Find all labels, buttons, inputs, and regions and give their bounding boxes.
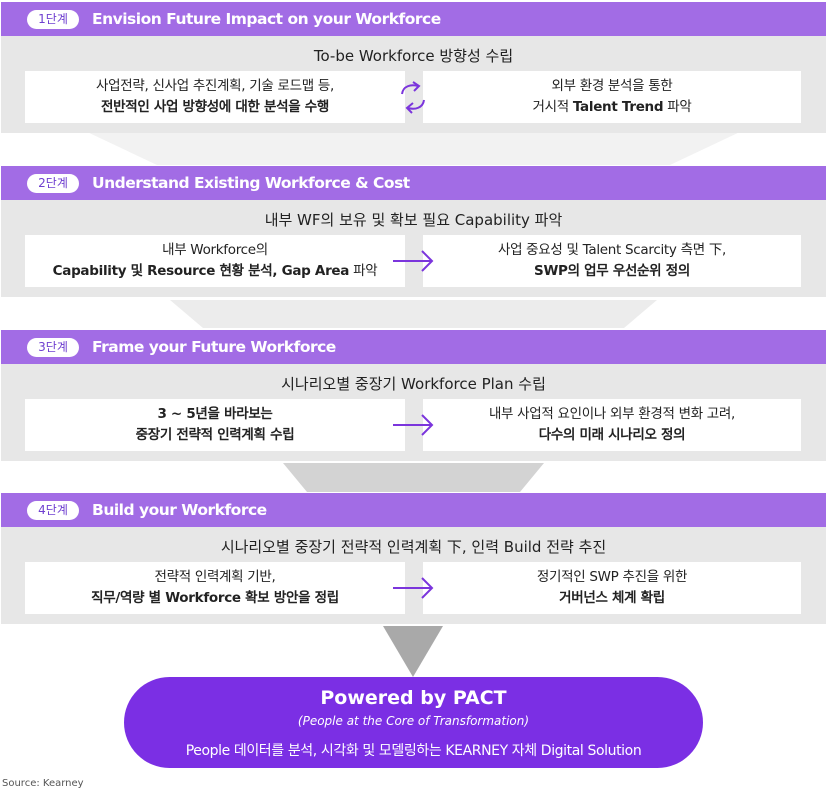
stage-body: 시나리오별 중장기 전략적 인력계획 下, 인력 Build 전략 추진 전략적… [1, 527, 826, 624]
stage-right-card: 정기적인 SWP 추진을 위한 거버넌스 체계 확립 [423, 562, 801, 614]
stage-badge: 2단계 [27, 174, 79, 193]
card-line-bold: 직무/역량 별 Workforce 확보 방안을 정립 [91, 590, 339, 606]
funnel-tip [383, 626, 443, 677]
card-line: Capability 및 Resource 현황 분석, Gap Area 파악 [53, 261, 378, 282]
stage-left-card: 전략적 인력계획 기반, 직무/역량 별 Workforce 확보 방안을 정립 [25, 562, 405, 614]
stage-subtitle: 시나리오별 중장기 전략적 인력계획 下, 인력 Build 전략 추진 [220, 538, 607, 556]
card-line: 거시적 Talent Trend 파악 [533, 97, 692, 118]
card-line-bold: 전반적인 사업 방향성에 대한 분석을 수행 [100, 99, 330, 115]
stage-right-card: 외부 환경 분석을 통한 거시적 Talent Trend 파악 [423, 71, 801, 123]
card-line: 전략적 인력계획 기반, [154, 569, 276, 585]
stage-subtitle: 내부 WF의 보유 및 확보 필요 Capability 파악 [264, 211, 563, 229]
stage-subtitle: 시나리오별 중장기 Workforce Plan 수립 [281, 375, 546, 393]
pact-title: Powered by PACT [320, 687, 507, 709]
card-text-bold: Capability 및 Resource 현황 분석, Gap Area [52, 263, 350, 279]
stage-header: 2단계 Understand Existing Workforce & Cost [1, 166, 826, 200]
stage-body: 시나리오별 중장기 Workforce Plan 수립 3 ~ 5년을 바라보는… [1, 364, 826, 461]
stage-title: Build your Workforce [92, 501, 267, 519]
card-line-bold: SWP의 업무 우선순위 정의 [534, 263, 690, 279]
stage-left-card: 사업전략, 신사업 추진계획, 기술 로드맵 등, 전반적인 사업 방향성에 대… [25, 71, 405, 123]
stage-body: 내부 WF의 보유 및 확보 필요 Capability 파악 내부 Workf… [1, 200, 826, 297]
card-line-bold: 중장기 전략적 인력계획 수립 [135, 427, 295, 443]
cycle-arrows-icon [401, 81, 425, 114]
stage-title: Understand Existing Workforce & Cost [92, 174, 410, 192]
card-line-bold: 거버넌스 체계 확립 [559, 590, 665, 606]
card-text: 파악 [349, 263, 378, 279]
card-line: 사업 중요성 및 Talent Scarcity 측면 下, [497, 242, 727, 258]
card-text-bold: Talent Trend [572, 99, 664, 115]
right-arrow-icon [393, 414, 434, 436]
funnel-section-1 [85, 131, 742, 165]
stage-left-card: 3 ~ 5년을 바라보는 중장기 전략적 인력계획 수립 [25, 399, 405, 451]
funnel-section-2 [170, 300, 657, 328]
card-line: 사업전략, 신사업 추진계획, 기술 로드맵 등, [96, 78, 334, 94]
funnel-section-3 [283, 463, 544, 492]
card-text: 거시적 [532, 99, 573, 115]
stage-header: 4단계 Build your Workforce [1, 493, 826, 527]
stage-header: 1단계 Envision Future Impact on your Workf… [1, 2, 826, 36]
card-line-bold: 3 ~ 5년을 바라보는 [157, 406, 273, 422]
stage-right-card: 내부 사업적 요인이나 외부 환경적 변화 고려, 다수의 미래 시나리오 정의 [423, 399, 801, 451]
stage-header: 3단계 Frame your Future Workforce [1, 330, 826, 364]
pact-subtitle: (People at the Core of Transformation) [297, 714, 530, 728]
pact-description: People 데이터를 분석, 시각화 및 모델링하는 KEARNEY 자체 D… [185, 743, 642, 759]
right-arrow-icon [393, 577, 434, 599]
stage-left-card: 내부 Workforce의 Capability 및 Resource 현황 분… [25, 235, 405, 287]
stage-title: Envision Future Impact on your Workforce [92, 10, 441, 28]
card-line: 외부 환경 분석을 통한 [551, 78, 673, 94]
card-text: 파악 [663, 99, 692, 115]
stage-right-card: 사업 중요성 및 Talent Scarcity 측면 下, SWP의 업무 우… [423, 235, 801, 287]
card-line: 내부 Workforce의 [162, 242, 268, 258]
card-line-bold: 다수의 미래 시나리오 정의 [538, 427, 686, 443]
stage-badge: 3단계 [27, 338, 79, 357]
pact-pill: Powered by PACT (People at the Core of T… [124, 677, 703, 768]
stage-body: To-be Workforce 방향성 수립 사업전략, 신사업 추진계획, 기… [1, 36, 826, 133]
stage-title: Frame your Future Workforce [92, 338, 336, 356]
right-arrow-icon [393, 250, 434, 272]
card-line: 내부 사업적 요인이나 외부 환경적 변화 고려, [488, 406, 736, 422]
stage-badge: 1단계 [27, 10, 79, 29]
source-note: Source: Kearney [2, 778, 84, 789]
stage-badge: 4단계 [27, 501, 79, 520]
stage-subtitle: To-be Workforce 방향성 수립 [313, 47, 514, 65]
card-line: 정기적인 SWP 추진을 위한 [536, 569, 688, 585]
